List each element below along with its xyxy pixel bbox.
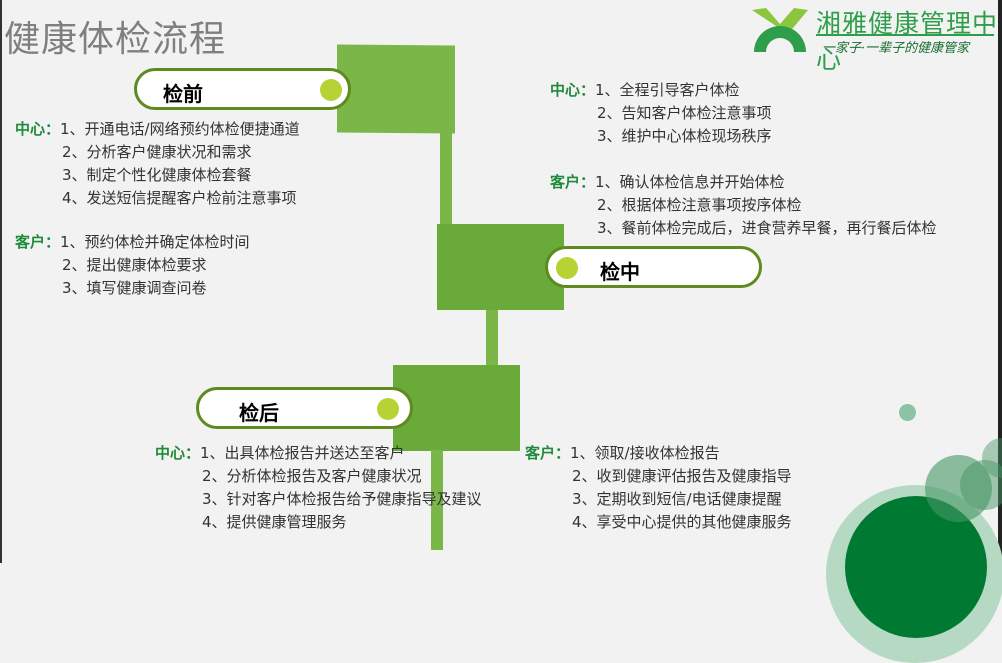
who-label: 中心： xyxy=(155,444,201,462)
list-item: 3、针对客户体检报告给予健康指导及建议 xyxy=(202,490,482,508)
list-item: 1、全程引导客户体检 xyxy=(595,81,740,99)
right-edge xyxy=(998,0,1002,563)
decor-circle xyxy=(899,404,916,421)
list-item: 2、告知客户体检注意事项 xyxy=(597,104,772,122)
list-item: 4、享受中心提供的其他健康服务 xyxy=(572,513,792,531)
dot-icon xyxy=(556,257,578,279)
flow-block-3 xyxy=(393,365,520,451)
list-item: 3、制定个性化健康体检套餐 xyxy=(62,166,252,184)
who-label: 客户： xyxy=(550,173,596,191)
list-item: 1、预约体检并确定体检时间 xyxy=(60,233,250,251)
who-label: 客户： xyxy=(525,444,571,462)
stage-pill-during: 检中 xyxy=(545,246,762,288)
who-label: 中心： xyxy=(15,120,61,138)
after-center: 中心：1、出具体检报告并送达至客户 2、分析体检报告及客户健康状况 3、针对客户… xyxy=(155,442,482,534)
before-center: 中心：1、开通电话/网络预约体检便捷通道 2、分析客户健康状况和需求 3、制定个… xyxy=(15,118,300,210)
list-item: 3、定期收到短信/电话健康提醒 xyxy=(572,490,782,508)
flow-block-1 xyxy=(337,44,455,134)
dot-icon xyxy=(320,79,342,101)
flow-stem-3 xyxy=(431,450,443,550)
list-item: 2、分析体检报告及客户健康状况 xyxy=(202,467,422,485)
logo-name: 湘雅健康管理中心 xyxy=(816,9,999,74)
list-item: 2、收到健康评估报告及健康指导 xyxy=(572,467,792,485)
who-label: 客户： xyxy=(15,233,61,251)
page-title: 健康体检流程 xyxy=(4,19,227,60)
list-item: 2、提出健康体检要求 xyxy=(62,256,207,274)
list-item: 3、维护中心体检现场秩序 xyxy=(597,127,772,145)
list-item: 4、提供健康管理服务 xyxy=(202,513,347,531)
list-item: 1、开通电话/网络预约体检便捷通道 xyxy=(60,120,300,138)
list-item: 1、出具体检报告并送达至客户 xyxy=(200,444,405,462)
who-label: 中心： xyxy=(550,81,596,99)
stage-pill-before: 检前 xyxy=(134,68,351,110)
after-customer: 客户：1、领取/接收体检报告 2、收到健康评估报告及健康指导 3、定期收到短信/… xyxy=(525,442,792,534)
decor-circle xyxy=(960,460,1002,510)
during-customer: 客户：1、确认体检信息并开始体检 2、根据体检注意事项按序体检 3、餐前体检完成… xyxy=(550,171,937,240)
logo-slogan: 一家子·一辈子的健康管家 xyxy=(822,41,970,56)
logo-divider xyxy=(816,34,994,36)
stage-label: 检中 xyxy=(600,260,640,284)
decor-circle xyxy=(982,438,1002,478)
list-item: 1、领取/接收体检报告 xyxy=(570,444,720,462)
flow-stem-2 xyxy=(486,310,498,366)
list-item: 1、确认体检信息并开始体检 xyxy=(595,173,785,191)
stage-label: 检后 xyxy=(239,401,279,425)
list-item: 4、发送短信提醒客户检前注意事项 xyxy=(62,189,297,207)
during-center: 中心：1、全程引导客户体检 2、告知客户体检注意事项 3、维护中心体检现场秩序 xyxy=(550,79,772,148)
list-item: 3、填写健康调查问卷 xyxy=(62,279,207,297)
left-edge xyxy=(0,0,2,563)
list-item: 3、餐前体检完成后，进食营养早餐，再行餐后体检 xyxy=(597,219,937,237)
stage-label: 检前 xyxy=(163,82,203,106)
before-customer: 客户：1、预约体检并确定体检时间 2、提出健康体检要求 3、填写健康调查问卷 xyxy=(15,231,250,300)
logo-mark-icon xyxy=(752,8,808,52)
flow-stem-1 xyxy=(440,132,452,226)
logo: 湘雅健康管理中心 一家子·一辈子的健康管家 xyxy=(748,2,998,74)
flow-block-2 xyxy=(437,224,564,310)
list-item: 2、根据体检注意事项按序体检 xyxy=(597,196,802,214)
stage-pill-after: 检后 xyxy=(196,387,413,429)
list-item: 2、分析客户健康状况和需求 xyxy=(62,143,252,161)
dot-icon xyxy=(377,398,399,420)
